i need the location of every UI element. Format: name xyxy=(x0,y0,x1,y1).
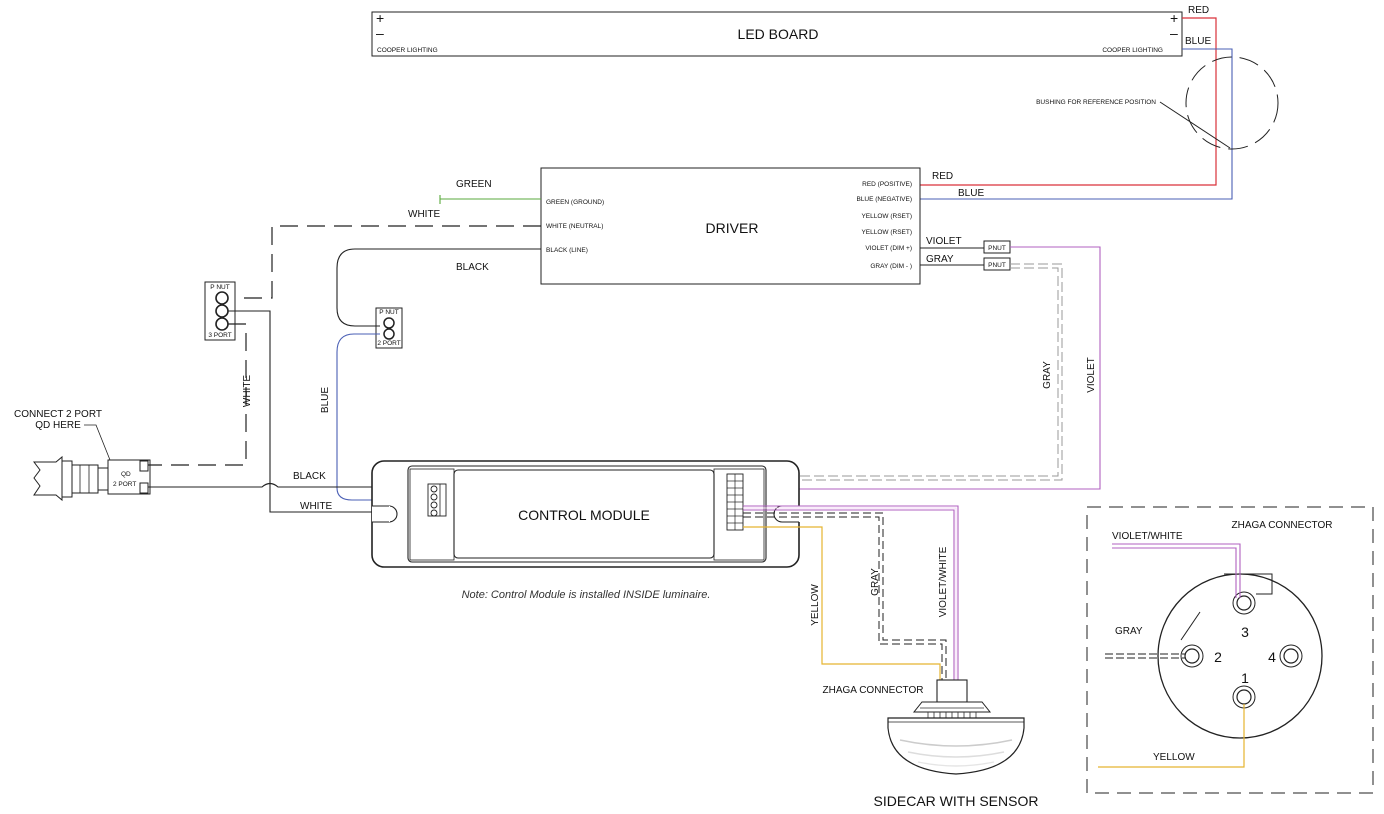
wire-violet-white-sensor-label: VIOLET/WHITE xyxy=(938,546,949,617)
wire-gray-right-label: GRAY xyxy=(1042,361,1053,389)
qd-connector: QD 2 PORT xyxy=(33,455,151,502)
wire-black-module xyxy=(148,482,408,488)
sidecar-sensor xyxy=(887,679,1025,775)
zhaga-detail: ZHAGA CONNECTOR 3 2 4 1 VIOLE xyxy=(1086,506,1374,794)
pnut-violet: PNUT xyxy=(983,240,1011,254)
wire-gray-sensor xyxy=(743,512,947,680)
driver-wire-gray-label: GRAY xyxy=(926,254,954,265)
driver-terminal-yellow-2: YELLOW (RSET) xyxy=(861,229,912,236)
wire-white-module-label: WHITE xyxy=(300,501,333,512)
zhaga-pin-4 xyxy=(1279,644,1303,668)
led-board-maker-left: COOPER LIGHTING xyxy=(377,47,438,54)
zhaga-pin-2-label: 2 xyxy=(1214,649,1222,665)
zhaga-wire-yellow xyxy=(1098,704,1245,768)
wire-blue-led xyxy=(920,48,1233,200)
driver-terminal-white: WHITE (NEUTRAL) xyxy=(546,223,603,230)
bushing-label: BUSHING FOR REFERENCE POSITION xyxy=(1036,99,1156,106)
zhaga-violet-white-label: VIOLET/WHITE xyxy=(1112,531,1183,542)
qd-label-line1: QD xyxy=(121,471,131,478)
pnut-2port-top: P NUT xyxy=(379,309,398,316)
led-board-wire-blue-label: BLUE xyxy=(1185,36,1211,47)
control-module: CONTROL MODULE xyxy=(371,460,800,568)
qd-label-line2: 2 PORT xyxy=(113,481,136,488)
driver-terminal-violet: VIOLET (DIM +) xyxy=(865,245,912,252)
pnut-2port-bottom: 2 PORT xyxy=(377,340,400,347)
wire-yellow-sensor xyxy=(743,526,941,680)
zhaga-pin-2 xyxy=(1180,644,1204,668)
zhaga-pin-3-label: 3 xyxy=(1241,624,1249,640)
driver-terminal-red: RED (POSITIVE) xyxy=(862,181,912,188)
pnut-gray-label: PNUT xyxy=(988,262,1006,269)
sensor-connector-label: ZHAGA CONNECTOR xyxy=(823,685,924,696)
wire-yellow-sensor-label: YELLOW xyxy=(810,584,821,626)
control-module-title: CONTROL MODULE xyxy=(518,507,650,523)
wire-white-3port-down xyxy=(228,310,372,513)
led-board-minus-right: – xyxy=(1170,25,1178,41)
wire-blue-vertical-label: BLUE xyxy=(320,387,331,413)
zhaga-wire-violet-white xyxy=(1112,543,1241,598)
wire-gray-sensor-label: GRAY xyxy=(870,568,881,596)
wire-red-led xyxy=(920,17,1217,186)
qd-callout-line1: CONNECT 2 PORT xyxy=(14,409,102,420)
control-module-right-terminals xyxy=(726,473,744,531)
zhaga-pin-4-label: 4 xyxy=(1268,649,1276,665)
driver-wire-red-label: RED xyxy=(932,171,953,182)
control-module-note: Note: Control Module is installed INSIDE… xyxy=(462,589,711,601)
bushing: BUSHING FOR REFERENCE POSITION xyxy=(1036,56,1279,150)
wire-violet-right-label: VIOLET xyxy=(1086,357,1097,393)
led-board-plus-left: + xyxy=(376,10,384,26)
led-board-wire-red-label: RED xyxy=(1188,5,1209,16)
wire-black-module-label: BLACK xyxy=(293,471,326,482)
zhaga-pin-3 xyxy=(1232,591,1256,615)
driver-terminal-green: GREEN (GROUND) xyxy=(546,199,604,206)
sensor-title: SIDECAR WITH SENSOR xyxy=(874,793,1039,809)
pnut-gray: PNUT xyxy=(983,257,1011,271)
driver-wire-violet-label: VIOLET xyxy=(926,236,962,247)
qd-callout-line2: QD HERE xyxy=(35,420,81,431)
pnut-2port: P NUT 2 PORT xyxy=(375,307,403,349)
zhaga-wire-gray xyxy=(1105,653,1186,659)
wire-white-label: WHITE xyxy=(408,209,441,220)
pnut-3port-bottom: 3 PORT xyxy=(208,332,231,339)
wire-violet-white-sensor xyxy=(743,505,959,680)
led-board-title: LED BOARD xyxy=(738,26,819,42)
driver: DRIVER GREEN (GROUND) WHITE (NEUTRAL) BL… xyxy=(540,167,921,285)
wire-white-vertical-label: WHITE xyxy=(242,375,253,408)
zhaga-pin-1-label: 1 xyxy=(1241,670,1249,686)
zhaga-yellow-label: YELLOW xyxy=(1153,752,1195,763)
driver-terminal-blue: BLUE (NEGATIVE) xyxy=(856,196,912,203)
wire-gray-right xyxy=(766,263,1063,481)
wire-black-line xyxy=(336,248,541,327)
control-module-left-terminals xyxy=(427,483,447,517)
driver-terminal-yellow-1: YELLOW (RSET) xyxy=(861,213,912,220)
pnut-3port-top: P NUT xyxy=(210,284,229,291)
led-board-minus-left: – xyxy=(376,25,384,41)
driver-wire-blue-label: BLUE xyxy=(958,188,984,199)
wire-white-neutral xyxy=(240,225,541,299)
wire-green-label: GREEN xyxy=(456,179,492,190)
zhaga-detail-title: ZHAGA CONNECTOR xyxy=(1232,520,1333,531)
wire-blue-vertical xyxy=(336,333,430,501)
driver-terminal-black: BLACK (LINE) xyxy=(546,247,588,254)
wire-violet-right xyxy=(766,246,1101,490)
wire-white-3port-dashed xyxy=(148,323,247,466)
driver-terminal-gray: GRAY (DIM - ) xyxy=(870,263,912,270)
driver-title: DRIVER xyxy=(706,220,759,236)
led-board-plus-right: + xyxy=(1170,10,1178,26)
led-board: LED BOARD + – + – COOPER LIGHTING COOPER… xyxy=(371,5,1211,57)
wire-black-label: BLACK xyxy=(456,262,489,273)
led-board-maker-right: COOPER LIGHTING xyxy=(1102,47,1163,54)
qd-callout-leader xyxy=(84,424,111,461)
pnut-violet-label: PNUT xyxy=(988,245,1006,252)
zhaga-gray-label: GRAY xyxy=(1115,626,1143,637)
